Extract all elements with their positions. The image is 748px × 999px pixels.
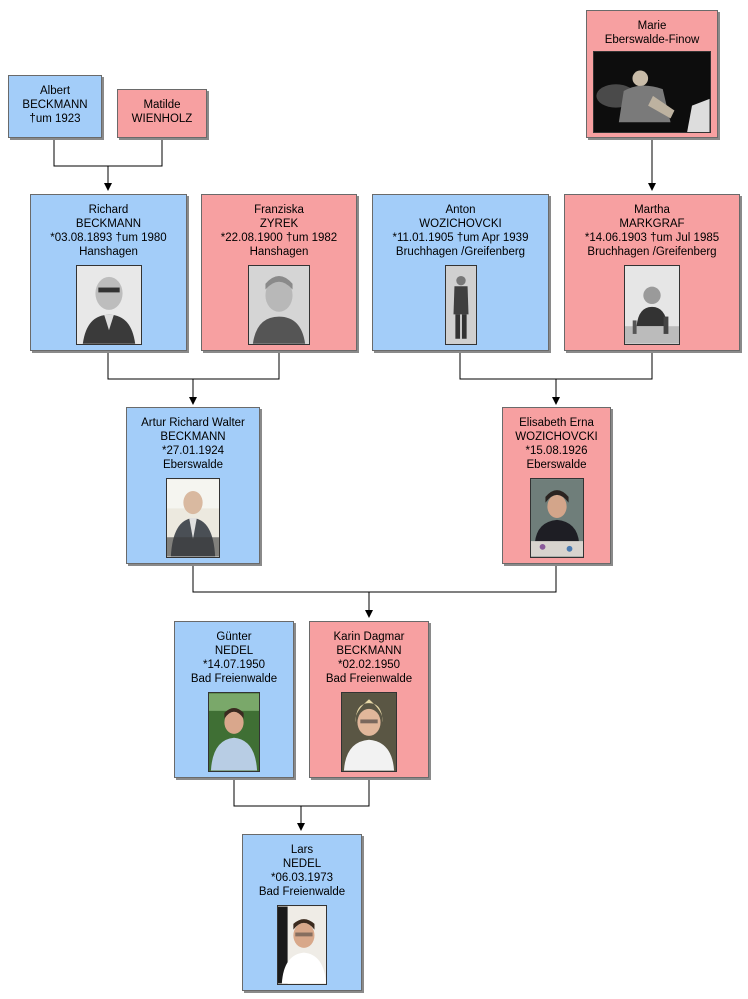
person-name: Richard — [88, 204, 129, 216]
person-place: Hanshagen — [79, 246, 138, 258]
connector-richard-franziska-to-artur — [107, 351, 280, 404]
person-dates: *14.06.1903 †um Jul 1985 — [584, 232, 720, 244]
man-portrait-photo-icon — [209, 693, 259, 771]
connector-albert-matilde-to-richard — [53, 138, 163, 190]
person-place: Bad Freienwalde — [190, 673, 278, 685]
connector-guenter-karin-to-lars — [233, 778, 370, 830]
person-name: Elisabeth Erna — [519, 417, 594, 429]
portrait-photo — [208, 692, 260, 772]
man-portrait-photo-icon — [167, 479, 219, 557]
person-dates: *15.08.1926 — [525, 445, 588, 457]
portrait-photo — [248, 265, 310, 345]
person-place: Bruchhagen /Greifenberg — [587, 246, 717, 258]
person-place: Bruchhagen /Greifenberg — [395, 246, 526, 258]
person-name: Karin Dagmar — [333, 631, 405, 643]
person-dates: *02.02.1950 — [337, 659, 401, 671]
seated-woman-table-photo-icon — [625, 266, 679, 344]
person-surname: BECKMANN — [22, 99, 88, 111]
portrait-photo — [166, 478, 220, 558]
person-place: Eberswalde-Finow — [604, 34, 700, 46]
person-surname: BECKMANN — [75, 218, 142, 230]
person-surname: WOZICHOVCKI — [419, 218, 502, 230]
person-place: Bad Freienwalde — [325, 673, 413, 685]
person-place: Bad Freienwalde — [258, 886, 346, 898]
person-surname: BECKMANN — [336, 645, 402, 657]
person-surname: NEDEL — [214, 645, 254, 657]
person-dates: *03.08.1893 †um 1980 — [50, 232, 167, 244]
person-surname: BECKMANN — [160, 431, 226, 443]
person-name: Martha — [634, 204, 670, 216]
person-card-artur[interactable]: Artur Richard Walter BECKMANN *27.01.192… — [126, 407, 260, 564]
person-card-martha[interactable]: Martha MARKGRAF *14.06.1903 †um Jul 1985… — [564, 194, 740, 351]
person-surname: NEDEL — [282, 858, 322, 870]
person-dates: †um 1923 — [29, 113, 81, 125]
woman-portrait-photo-icon — [342, 693, 396, 771]
person-dates: *11.01.1905 †um Apr 1939 — [392, 232, 529, 244]
person-place: Hanshagen — [249, 246, 309, 258]
person-card-albert[interactable]: Albert BECKMANN †um 1923 — [8, 75, 102, 138]
seated-woman-photo-icon — [594, 52, 710, 132]
person-surname: WIENHOLZ — [131, 113, 193, 125]
person-name: Marie — [637, 20, 667, 32]
portrait-photo — [624, 265, 680, 345]
connector-artur-elisabeth-to-karin — [192, 564, 557, 617]
person-card-karin[interactable]: Karin Dagmar BECKMANN *02.02.1950 Bad Fr… — [309, 621, 429, 778]
standing-man-photo-icon — [445, 267, 476, 343]
person-dates: *22.08.1900 †um 1982 — [220, 232, 338, 244]
person-name: Albert — [39, 85, 71, 97]
person-card-richard[interactable]: Richard BECKMANN *03.08.1893 †um 1980 Ha… — [30, 194, 187, 351]
man-portrait-photo-icon — [278, 906, 326, 984]
person-card-franziska[interactable]: Franziska ZYREK *22.08.1900 †um 1982 Han… — [201, 194, 357, 351]
portrait-photo — [529, 478, 584, 558]
person-place: Eberswalde — [162, 459, 224, 471]
person-card-matilde[interactable]: Matilde WIENHOLZ — [117, 89, 207, 138]
woman-portrait-photo-icon — [249, 266, 309, 344]
person-card-marie[interactable]: Marie Eberswalde-Finow — [586, 10, 718, 138]
connector-anton-martha-to-elisabeth — [459, 351, 653, 404]
person-surname: WOZICHOVCKI — [515, 431, 598, 443]
person-card-elisabeth[interactable]: Elisabeth Erna WOZICHOVCKI *15.08.1926 E… — [502, 407, 611, 564]
portrait-photo — [593, 51, 711, 133]
person-place: Eberswalde — [526, 459, 587, 471]
portrait-photo — [341, 692, 397, 772]
person-card-lars[interactable]: Lars NEDEL *06.03.1973 Bad Freienwalde — [242, 834, 362, 991]
woman-portrait-photo-icon — [530, 479, 583, 557]
person-name: Franziska — [254, 204, 304, 216]
portrait-photo — [444, 265, 477, 345]
person-dates: *06.03.1973 — [270, 872, 334, 884]
person-name: Günter — [216, 631, 252, 643]
person-name: Artur Richard Walter — [141, 417, 245, 429]
portrait-photo — [277, 905, 327, 985]
person-surname: ZYREK — [259, 218, 299, 230]
person-dates: *27.01.1924 — [161, 445, 225, 457]
portrait-photo — [75, 265, 142, 345]
person-name: Matilde — [143, 99, 181, 111]
person-dates: *14.07.1950 — [202, 659, 266, 671]
person-surname: MARKGRAF — [619, 218, 685, 230]
person-name: Anton — [445, 204, 476, 216]
person-card-anton[interactable]: Anton WOZICHOVCKI *11.01.1905 †um Apr 19… — [372, 194, 549, 351]
person-card-guenter[interactable]: Günter NEDEL *14.07.1950 Bad Freienwalde — [174, 621, 294, 778]
man-portrait-photo-icon — [76, 266, 141, 344]
person-name: Lars — [290, 844, 314, 856]
